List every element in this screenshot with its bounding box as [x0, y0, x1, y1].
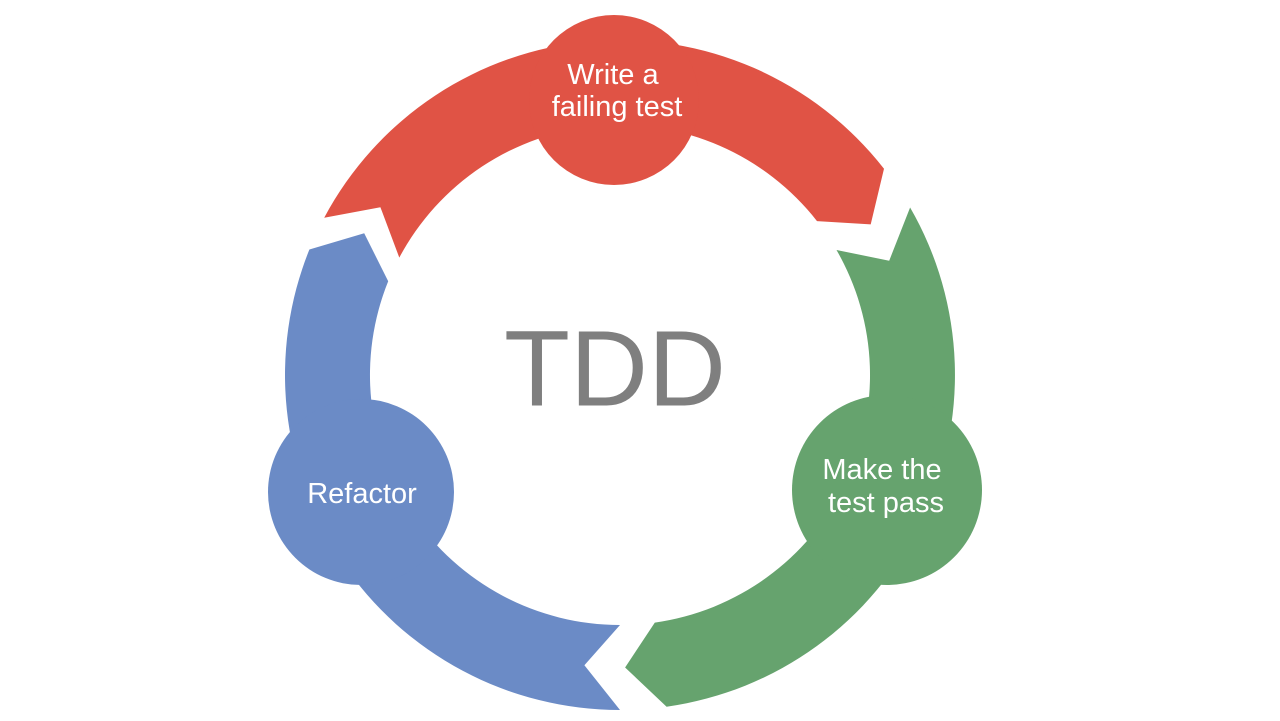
node-label-pass-line-2: test pass — [828, 487, 944, 519]
center-label: TDD — [504, 308, 726, 429]
node-label-write-line-1: Write a — [567, 59, 659, 91]
node-circle-pass — [792, 395, 982, 585]
node-label-pass-line-1: Make the — [822, 454, 941, 486]
node-circle-refactor — [268, 399, 454, 585]
node-circle-write — [529, 15, 699, 185]
node-refactor: Refactor — [268, 399, 454, 585]
node-label-refactor: Refactor — [307, 478, 417, 510]
node-make-test-pass: Make the test pass — [792, 395, 982, 585]
node-label-write-line-2: failing test — [552, 91, 683, 123]
node-label-write: Write a failing test — [552, 59, 683, 123]
node-label-refactor-line-1: Refactor — [307, 478, 417, 510]
node-write-failing-test: Write a failing test — [529, 15, 699, 185]
arc-refactor — [285, 233, 620, 710]
node-label-pass: Make the test pass — [822, 454, 949, 519]
arc-write-failing-test — [324, 39, 884, 258]
